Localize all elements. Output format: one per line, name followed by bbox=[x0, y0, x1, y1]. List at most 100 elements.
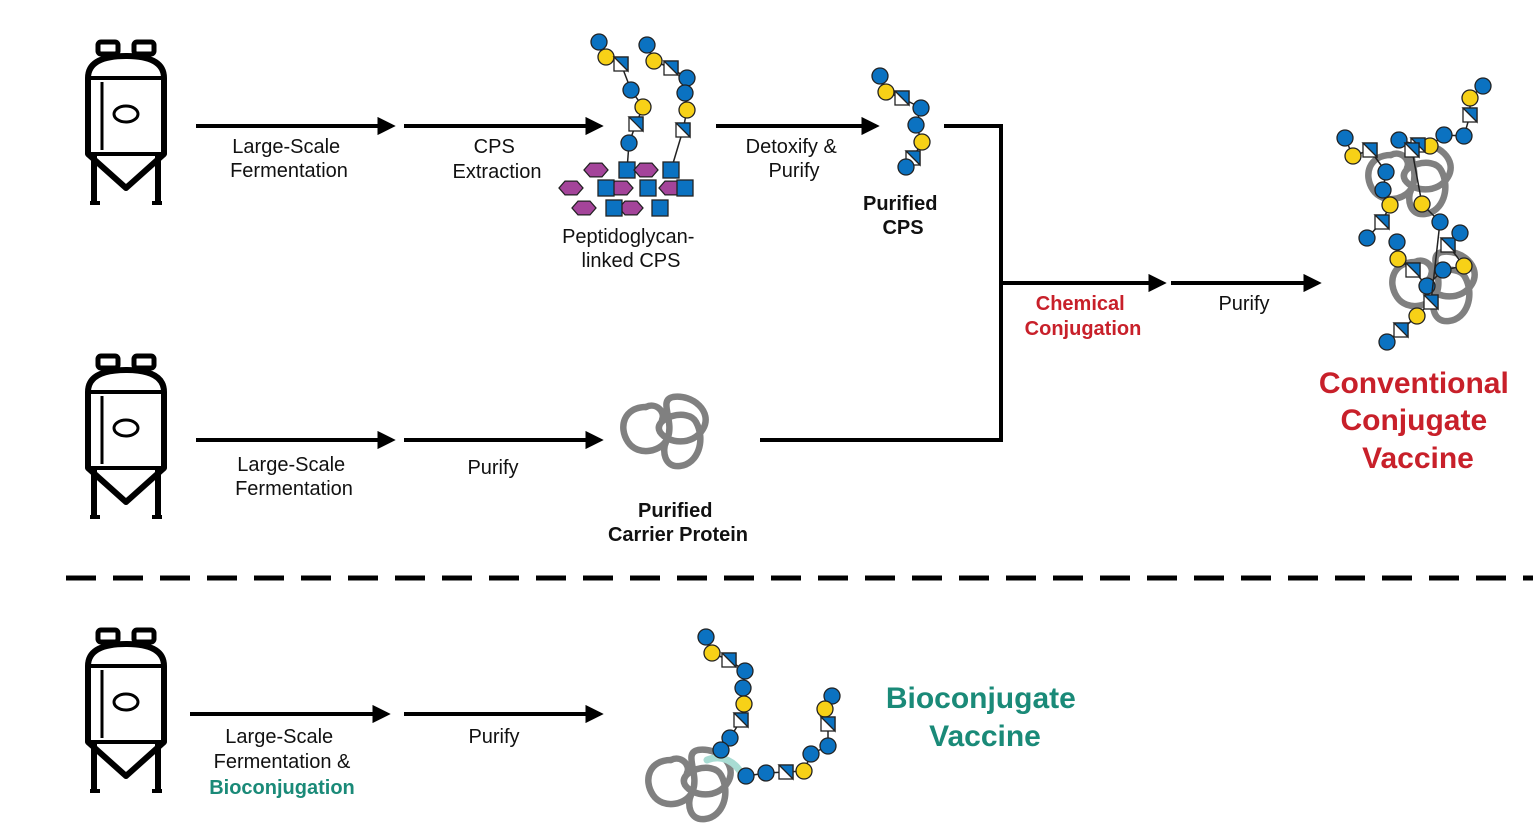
galactose-circle bbox=[735, 695, 753, 713]
hexnac-square bbox=[627, 116, 644, 133]
hexnac-square bbox=[777, 764, 794, 781]
title-conventional-vaccine: Conventional Conjugate Vaccine bbox=[1319, 367, 1517, 475]
glcnac-square bbox=[639, 179, 657, 197]
glucose-circle bbox=[802, 745, 820, 763]
glucose-circle bbox=[1434, 261, 1452, 279]
hexnac-square bbox=[612, 56, 629, 73]
glucose-circle bbox=[721, 729, 739, 747]
bioconjugate-vaccine-icon bbox=[648, 628, 841, 819]
murnac-hexagon bbox=[633, 162, 659, 178]
hexnac-square bbox=[1439, 237, 1456, 254]
label-detoxify-purify: Detoxify & Purify bbox=[746, 136, 843, 182]
glucose-circle bbox=[1336, 129, 1354, 147]
glucose-circle bbox=[620, 134, 638, 152]
hexnac-square bbox=[674, 122, 691, 139]
glcnac-square bbox=[618, 161, 636, 179]
glucose-circle bbox=[912, 99, 930, 117]
glucose-circle bbox=[819, 737, 837, 755]
label-fermentation-1: Large-Scale Fermentation bbox=[230, 136, 348, 182]
glucose-circle bbox=[1388, 233, 1406, 251]
murnac-hexagon bbox=[558, 180, 584, 196]
conjugate-vaccine-icon bbox=[1336, 77, 1492, 351]
glucose-circle bbox=[907, 116, 925, 134]
label-purify-protein: Purify bbox=[467, 457, 518, 479]
glucose-circle bbox=[697, 628, 715, 646]
murnac-hexagon bbox=[571, 200, 597, 216]
label-bioconjugation: Bioconjugation bbox=[209, 777, 355, 799]
fermenter-icon bbox=[88, 356, 164, 518]
galactose-circle bbox=[1389, 250, 1407, 268]
glucose-circle bbox=[734, 679, 752, 697]
galactose-circle bbox=[1461, 89, 1479, 107]
glucose-circle bbox=[1358, 229, 1376, 247]
glucose-circle bbox=[678, 69, 696, 87]
galactose-circle bbox=[1408, 307, 1426, 325]
glucose-circle bbox=[622, 81, 640, 99]
hexnac-square bbox=[904, 150, 921, 167]
galactose-circle bbox=[1344, 147, 1362, 165]
glucose-circle bbox=[1455, 127, 1473, 145]
label-fermentation-bio: Large-Scale Fermentation & bbox=[214, 726, 351, 773]
glucose-circle bbox=[1431, 213, 1449, 231]
label-purify-final: Purify bbox=[1218, 293, 1269, 315]
galactose-circle bbox=[1413, 195, 1431, 213]
glucose-circle bbox=[736, 662, 754, 680]
glucose-circle bbox=[1451, 224, 1469, 242]
hexnac-square bbox=[1392, 322, 1409, 339]
glucose-circle bbox=[737, 767, 755, 785]
glcnac-square bbox=[597, 179, 615, 197]
glucose-circle bbox=[1378, 333, 1396, 351]
glcnac-square bbox=[676, 179, 694, 197]
hexnac-square bbox=[893, 90, 910, 107]
fermenter-icon bbox=[88, 630, 164, 792]
title-bioconjugate-vaccine: Bioconjugate Vaccine bbox=[886, 682, 1084, 753]
hexnac-square bbox=[1373, 214, 1390, 231]
galactose-circle bbox=[634, 98, 652, 116]
label-chemical-conjugation: Chemical Conjugation bbox=[1025, 293, 1142, 340]
label-purified-cps: Purified CPS bbox=[863, 193, 943, 239]
hexnac-square bbox=[662, 60, 679, 77]
galactose-circle bbox=[645, 52, 663, 70]
galactose-circle bbox=[678, 101, 696, 119]
label-peptidoglycan-cps: Peptidoglycan- linked CPS bbox=[562, 226, 700, 272]
galactose-circle bbox=[795, 762, 813, 780]
glucose-circle bbox=[1435, 126, 1453, 144]
peptidoglycan-linked-cps-icon bbox=[558, 33, 696, 217]
galactose-circle bbox=[1381, 196, 1399, 214]
glucose-circle bbox=[1474, 77, 1492, 95]
hexnac-square bbox=[1361, 142, 1378, 159]
hexnac-square bbox=[732, 712, 749, 729]
hexnac-square bbox=[1404, 262, 1421, 279]
glucose-circle bbox=[1418, 277, 1436, 295]
glcnac-square bbox=[662, 161, 680, 179]
galactose-circle bbox=[877, 83, 895, 101]
galactose-circle bbox=[913, 133, 931, 151]
galactose-circle bbox=[703, 644, 721, 662]
galactose-circle bbox=[597, 48, 615, 66]
label-purified-carrier: Purified Carrier Protein bbox=[608, 500, 748, 546]
purified-cps-icon bbox=[871, 67, 931, 176]
galactose-circle bbox=[816, 700, 834, 718]
glucose-circle bbox=[897, 158, 915, 176]
glucose-circle bbox=[871, 67, 889, 85]
murnac-hexagon bbox=[583, 162, 609, 178]
label-fermentation-2: Large-Scale Fermentation bbox=[235, 454, 353, 500]
fermenter-icon bbox=[88, 42, 164, 204]
glucose-circle bbox=[757, 764, 775, 782]
carrier-protein-icon bbox=[623, 397, 705, 466]
glcnac-square bbox=[651, 199, 669, 217]
galactose-circle bbox=[1455, 257, 1473, 275]
glucose-circle bbox=[638, 36, 656, 54]
label-purify-bio: Purify bbox=[468, 726, 519, 748]
hexnac-square bbox=[1422, 294, 1439, 311]
label-cps-extraction: CPS Extraction bbox=[453, 136, 542, 183]
glucose-circle bbox=[590, 33, 608, 51]
glucose-circle bbox=[1377, 163, 1395, 181]
glucose-circle bbox=[676, 84, 694, 102]
glucose-circle bbox=[712, 741, 730, 759]
hexnac-square bbox=[819, 716, 836, 733]
glucose-circle bbox=[1390, 131, 1408, 149]
hexnac-square bbox=[1461, 107, 1478, 124]
hexnac-square bbox=[720, 652, 737, 669]
glcnac-square bbox=[605, 199, 623, 217]
